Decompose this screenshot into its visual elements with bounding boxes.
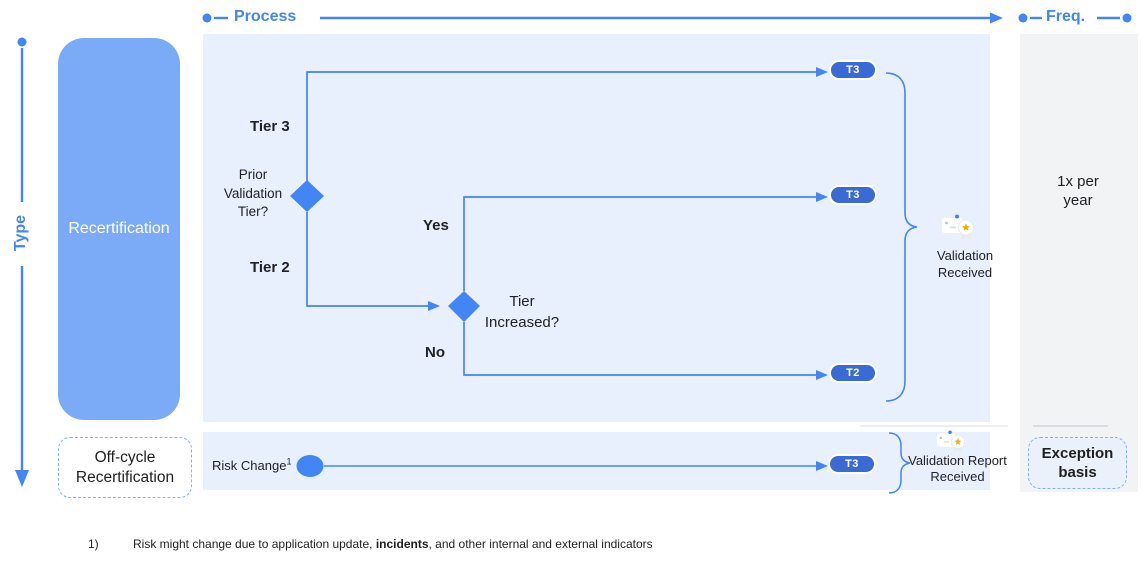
tier-badge-t3-offcycle: T3 — [828, 454, 876, 474]
arrowhead-risk-change — [816, 461, 828, 471]
offcycle-label-line1: Off-cycle — [94, 448, 156, 466]
arrowhead-yes — [816, 192, 828, 202]
recertification-box: Recertification — [58, 38, 180, 420]
frequency-yearly-label: 1x per year — [1028, 172, 1128, 210]
process-axis-arrowhead — [990, 12, 1003, 24]
freq-axis-label: Freq. — [1046, 8, 1086, 25]
validation-report-received-label: Validation Report Received — [885, 453, 1030, 485]
footnote-text-bold: incidents — [375, 537, 429, 551]
freq-column — [1020, 34, 1138, 492]
risk-change-text: Risk Change — [212, 458, 287, 473]
prior-validation-tier-question: Prior Validation Tier? — [213, 166, 293, 222]
brace-validation-report — [888, 432, 911, 494]
process-panel-recertification — [203, 34, 990, 422]
footnote-text-pre: Risk might change due to application upd… — [133, 537, 376, 551]
prior-question-line1: Prior — [238, 167, 268, 182]
prior-question-line3: Tier? — [237, 204, 269, 219]
brace-validation-received — [885, 72, 918, 402]
flow-line-tier2 — [306, 212, 428, 307]
tier2-branch-label: Tier 2 — [250, 259, 290, 276]
validation-report-line2: Received — [930, 469, 985, 484]
risk-change-node — [296, 455, 324, 477]
arrowhead-into-increased — [428, 301, 440, 311]
footnote-text: Risk might change due to application upd… — [133, 537, 653, 551]
footnote-number: 1) — [88, 537, 99, 551]
risk-change-footnote-ref: 1 — [286, 456, 292, 467]
offcycle-label-line2: Recertification — [75, 468, 175, 486]
certificate-star-icon — [942, 214, 974, 240]
frequency-yearly-line2: year — [1063, 192, 1093, 209]
freq-axis-right-dot — [1122, 13, 1132, 23]
validation-report-line1: Validation Report — [908, 453, 1007, 468]
flow-line-tier3 — [306, 71, 816, 181]
type-axis-label: Type — [12, 214, 29, 252]
validation-received-label: Validation Received — [915, 248, 1015, 281]
exception-basis-line2: basis — [1058, 464, 1097, 481]
tier-increased-question: Tier Increased? — [472, 291, 572, 333]
risk-change-label: Risk Change1 — [212, 456, 292, 473]
no-branch-label: No — [425, 344, 445, 361]
arrowhead-tier3 — [816, 67, 828, 77]
decision-diamond-tier-increased — [448, 291, 480, 322]
exception-basis-line1: Exception — [1041, 445, 1114, 462]
certificate-star-icon — [936, 430, 966, 453]
tier-badge-t3-top: T3 — [829, 60, 877, 80]
arrowhead-no — [816, 370, 828, 380]
flow-line-yes — [463, 196, 816, 291]
recertification-label: Recertification — [68, 220, 170, 237]
type-axis-start-dot — [17, 37, 27, 47]
tier-increased-line2: Increased? — [484, 314, 560, 331]
tier-badge-t3-mid: T3 — [829, 185, 877, 205]
type-axis-arrowhead — [15, 470, 29, 487]
tier-increased-line1: Tier — [509, 293, 535, 310]
tier-badge-t2: T2 — [829, 363, 877, 383]
exception-basis-box: Exception basis — [1028, 437, 1127, 489]
footnote-text-post: , and other internal and external indica… — [428, 537, 653, 551]
process-axis-start-dot — [202, 13, 212, 23]
freq-axis-left-dot — [1018, 13, 1028, 23]
prior-question-line2: Validation — [223, 185, 283, 201]
decision-diamond-prior-tier — [290, 180, 324, 212]
process-axis-label: Process — [234, 8, 297, 25]
validation-received-line2: Received — [937, 264, 993, 280]
flow-line-no — [463, 322, 816, 376]
validation-received-line1: Validation — [936, 248, 994, 263]
tier3-branch-label: Tier 3 — [250, 118, 290, 135]
offcycle-recertification-box: Off-cycle Recertification — [58, 437, 192, 498]
yes-branch-label: Yes — [423, 217, 449, 234]
frequency-yearly-line1: 1x per — [1057, 173, 1099, 190]
